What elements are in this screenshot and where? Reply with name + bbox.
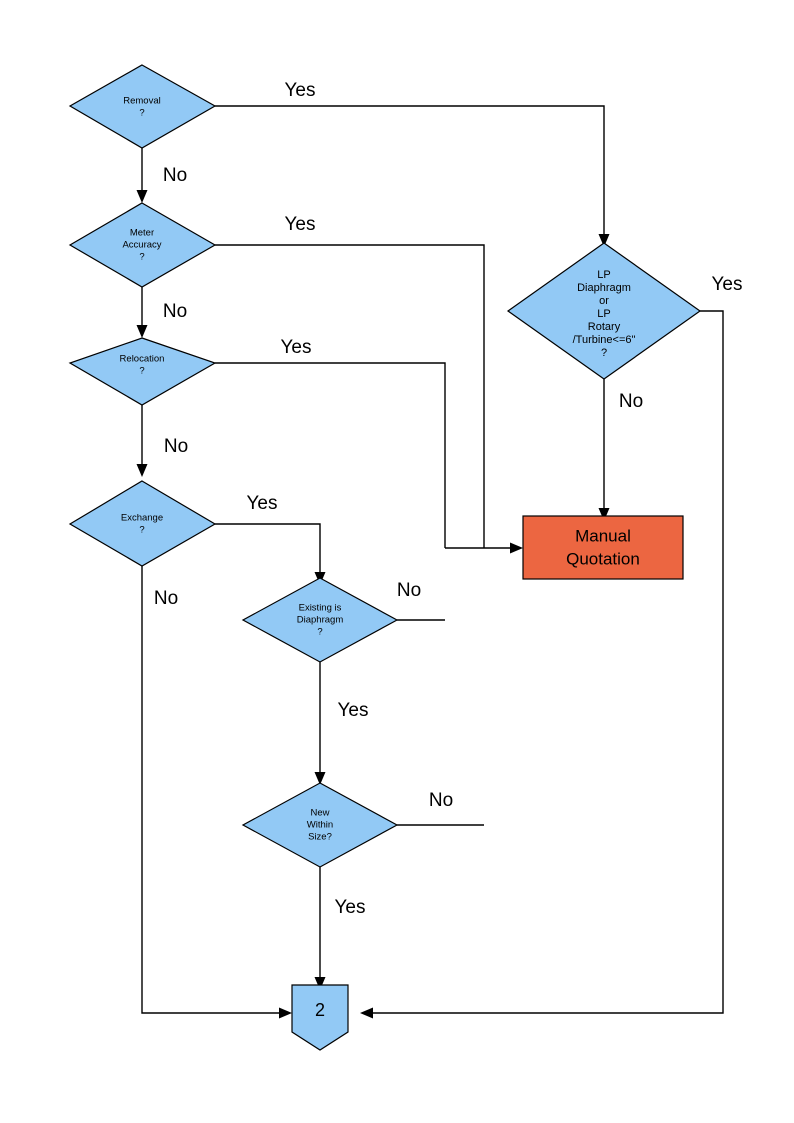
lp-label-line5: Rotary [588, 321, 621, 333]
node-new-within-size[interactable]: New Within Size? [241, 782, 399, 868]
connector-2-shape[interactable] [291, 984, 349, 1051]
edge-label-exchange-yes: Yes [247, 493, 278, 514]
exchange-diamond[interactable] [68, 480, 217, 567]
new-within-size-label-line2: Within [307, 820, 333, 831]
edge-relocation-yes [215, 362, 446, 548]
connector-2-label: 2 [315, 1000, 325, 1020]
exchange-label-line2: ? [139, 525, 144, 536]
existing-is-diaphragm-diamond[interactable] [241, 577, 399, 663]
edge-meter-accuracy-no [136, 287, 148, 338]
edge-label-meter-accuracy-no: No [163, 301, 187, 322]
new-within-size-label-line1: New [310, 808, 329, 819]
edge-label-lp-yes: Yes [712, 274, 743, 295]
node-lp-diaphragm[interactable]: LP Diaphragm or LP Rotary /Turbine<=6" ? [506, 242, 702, 380]
edge-label-relocation-yes: Yes [281, 337, 312, 358]
manual-quotation-label-line1: Manual [575, 526, 631, 545]
new-within-size-label-line3: Size? [308, 832, 332, 843]
lp-label-line7: ? [601, 347, 607, 359]
edge-exchange-yes [215, 523, 326, 585]
removal-label-line2: ? [139, 108, 144, 119]
removal-diamond[interactable] [68, 64, 217, 149]
lp-diaphragm-diamond[interactable] [506, 242, 702, 380]
edge-meter-accuracy-yes [215, 244, 485, 548]
existing-is-diaphragm-label-line1: Existing is [299, 603, 342, 614]
edge-exchange-no [141, 566, 292, 1019]
edge-label-existing-diaphragm-yes: Yes [338, 700, 369, 721]
exchange-label-line1: Exchange [121, 513, 163, 524]
manual-quotation-label-line2: Quotation [566, 549, 640, 568]
edge-removal-yes [215, 105, 610, 247]
removal-label-line1: Removal [123, 96, 161, 107]
edge-existing-diaphragm-yes [314, 662, 326, 785]
edge-removal-no [136, 148, 148, 203]
lp-label-line6: /Turbine<=6" [573, 334, 636, 346]
edge-label-lp-no: No [619, 391, 643, 412]
node-connector-2[interactable]: 2 [291, 984, 349, 1051]
edge-label-new-within-size-yes: Yes [335, 897, 366, 918]
edge-label-removal-yes: Yes [285, 80, 316, 101]
edge-label-existing-diaphragm-no: No [397, 580, 421, 601]
edge-lp-no [598, 379, 610, 521]
existing-is-diaphragm-label-line2: Diaphragm [297, 615, 344, 626]
relocation-diamond[interactable] [68, 337, 217, 406]
node-removal[interactable]: Removal ? [68, 64, 217, 149]
meter-accuracy-label-line1: Meter [130, 228, 154, 239]
node-meter-accuracy[interactable]: Meter Accuracy ? [68, 202, 217, 288]
edge-label-new-within-size-no: No [429, 790, 453, 811]
lp-label-line3: or [599, 295, 609, 307]
edge-label-relocation-no: No [164, 436, 188, 457]
edge-label-meter-accuracy-yes: Yes [285, 214, 316, 235]
new-within-size-diamond[interactable] [241, 782, 399, 868]
edge-label-exchange-no: No [154, 588, 178, 609]
relocation-label-line2: ? [139, 366, 144, 377]
existing-is-diaphragm-label-line3: ? [317, 627, 322, 638]
meter-accuracy-diamond[interactable] [68, 202, 217, 288]
node-existing-is-diaphragm[interactable]: Existing is Diaphragm ? [241, 577, 399, 663]
edge-relocation-no [136, 405, 148, 477]
edge-to-manual-quotation [445, 542, 523, 554]
node-exchange[interactable]: Exchange ? [68, 480, 217, 567]
lp-label-line1: LP [597, 269, 610, 281]
relocation-label-line1: Relocation [120, 354, 165, 365]
edge-label-removal-no: No [163, 165, 187, 186]
node-manual-quotation[interactable]: Manual Quotation [522, 515, 684, 580]
lp-label-line2: Diaphragm [577, 282, 631, 294]
meter-accuracy-label-line3: ? [139, 252, 144, 263]
edge-new-within-size-yes [314, 867, 326, 990]
edge-lp-yes [360, 310, 724, 1019]
lp-label-line4: LP [597, 308, 610, 320]
node-relocation[interactable]: Relocation ? [68, 337, 217, 406]
meter-accuracy-label-line2: Accuracy [122, 240, 161, 251]
manual-quotation-box[interactable] [522, 515, 684, 580]
